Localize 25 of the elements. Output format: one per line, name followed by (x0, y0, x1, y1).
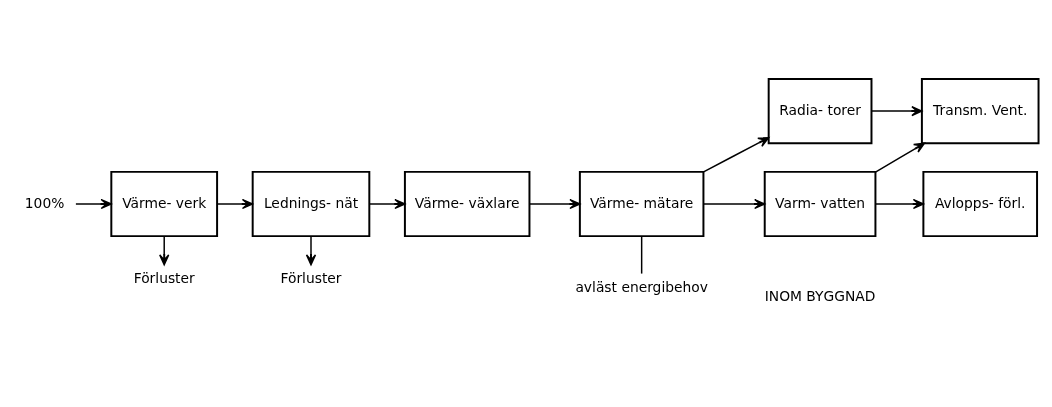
arrow (870, 105, 923, 116)
arrow (702, 136, 770, 173)
arrow (216, 198, 254, 209)
connector (640, 235, 643, 274)
arrow (305, 235, 317, 265)
node-text: Förluster (280, 269, 342, 286)
arrow (75, 198, 112, 209)
node-box: Värme- växlare (403, 170, 531, 237)
node-box: Transm. Vent. (920, 77, 1040, 144)
node-text: avläst energibehov (575, 278, 708, 295)
arrow (702, 198, 766, 209)
node-text: 100% (24, 194, 65, 211)
label: INOM BYGGNAD (764, 287, 876, 304)
node-box: Värme- mätare (578, 170, 705, 237)
arrow (874, 198, 925, 209)
arrow (528, 198, 581, 209)
arrow (368, 198, 406, 209)
node-box: Lednings- nät (251, 170, 371, 237)
node-box: Radia- torer (767, 77, 873, 144)
node-box: Värme- verk (110, 170, 219, 237)
node-box: Varm- vatten (763, 170, 877, 237)
arrow (159, 235, 170, 265)
node-box: Avlopps- förl. (922, 170, 1039, 237)
arrow (874, 142, 926, 173)
node-text: Förluster (133, 269, 195, 286)
